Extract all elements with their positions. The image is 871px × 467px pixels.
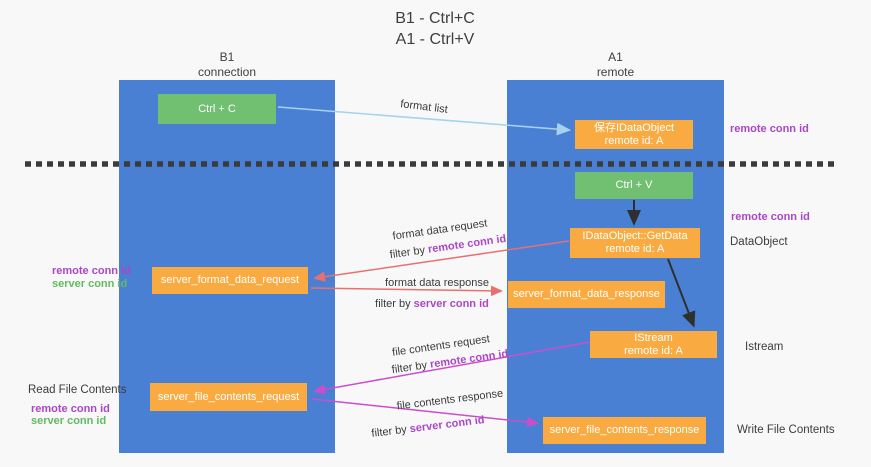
istream-side-label: Istream bbox=[745, 341, 784, 353]
filter-by-server-conn-id-label-2: filter by server conn id bbox=[371, 414, 485, 440]
server-format-data-response-box: server_format_data_response bbox=[508, 281, 665, 308]
filter-by-text: filter by bbox=[370, 423, 411, 440]
a1-column-header: A1 remote bbox=[507, 50, 724, 80]
filter-by-text: filter by bbox=[391, 358, 431, 377]
left-conn-id-pair-1: remote conn id server conn id bbox=[52, 265, 131, 291]
server-format-data-request-box: server_format_data_request bbox=[152, 267, 308, 294]
getdata-line1: IDataObject::GetData bbox=[582, 230, 688, 242]
title-line-1: B1 - Ctrl+C bbox=[395, 10, 475, 27]
b1-column-subtitle: connection bbox=[197, 65, 257, 79]
save-dataobject-line2: remote id: A bbox=[604, 134, 664, 147]
remote-conn-id-text: remote conn id bbox=[427, 232, 507, 256]
right-remote-conn-id-label-1: remote conn id bbox=[730, 123, 809, 135]
istream-line1: IStream bbox=[634, 331, 673, 344]
b1-column-title: B1 bbox=[219, 50, 235, 64]
save-dataobject-line1: 保存IDataObject bbox=[593, 121, 675, 134]
left-server-conn-id-label-2: server conn id bbox=[31, 415, 107, 427]
save-dataobject-box: 保存IDataObject remote id: A bbox=[575, 120, 693, 149]
server-file-contents-response-label: server_file_contents_response bbox=[549, 424, 700, 436]
ctrl-c-label: Ctrl + C bbox=[198, 102, 236, 115]
write-file-contents-label: Write File Contents bbox=[737, 424, 835, 436]
right-remote-conn-id-label-2: remote conn id bbox=[731, 211, 810, 223]
istream-box: IStream remote id: A bbox=[590, 331, 717, 358]
dataobject-label: DataObject bbox=[730, 236, 788, 248]
format-data-response-label: format data response bbox=[385, 277, 489, 289]
left-server-conn-id-label-1: server conn id bbox=[52, 278, 128, 290]
ctrl-v-box: Ctrl + V bbox=[575, 172, 693, 199]
title-line-2: A1 - Ctrl+V bbox=[395, 31, 475, 48]
left-remote-conn-id-label-1: remote conn id bbox=[52, 265, 131, 277]
a1-column-title: A1 bbox=[608, 50, 623, 64]
server-file-contents-request-label: server_file_contents_request bbox=[157, 390, 300, 403]
getdata-box: IDataObject::GetData remote id: A bbox=[570, 228, 700, 258]
format-list-label: format list bbox=[399, 98, 449, 116]
ctrl-v-label: Ctrl + V bbox=[615, 179, 653, 191]
istream-line2: remote id: A bbox=[624, 344, 683, 357]
server-format-data-response-label: server_format_data_response bbox=[513, 288, 660, 300]
file-contents-response-label: file contents response bbox=[396, 387, 504, 413]
server-file-contents-response-box: server_file_contents_response bbox=[543, 417, 706, 444]
a1-column-subtitle: remote bbox=[596, 65, 635, 79]
getdata-line2: remote id: A bbox=[605, 243, 665, 255]
ctrl-c-box: Ctrl + C bbox=[158, 94, 276, 124]
server-format-data-request-label: server_format_data_request bbox=[160, 274, 300, 286]
read-file-contents-label: Read File Contents bbox=[28, 384, 127, 396]
server-conn-id-text: server conn id bbox=[413, 298, 489, 310]
b1-column-header: B1 connection bbox=[119, 50, 335, 80]
filter-by-text: filter by bbox=[375, 298, 414, 310]
filter-by-text: filter by bbox=[389, 243, 429, 262]
left-conn-id-pair-2: remote conn id server conn id bbox=[31, 403, 110, 427]
filter-by-server-conn-id-label-1: filter by server conn id bbox=[375, 298, 489, 310]
server-file-contents-request-box: server_file_contents_request bbox=[150, 383, 307, 411]
diagram-title: B1 - Ctrl+C A1 - Ctrl+V bbox=[350, 8, 520, 50]
server-conn-id-text: server conn id bbox=[409, 414, 486, 436]
left-remote-conn-id-label-2: remote conn id bbox=[31, 403, 110, 415]
